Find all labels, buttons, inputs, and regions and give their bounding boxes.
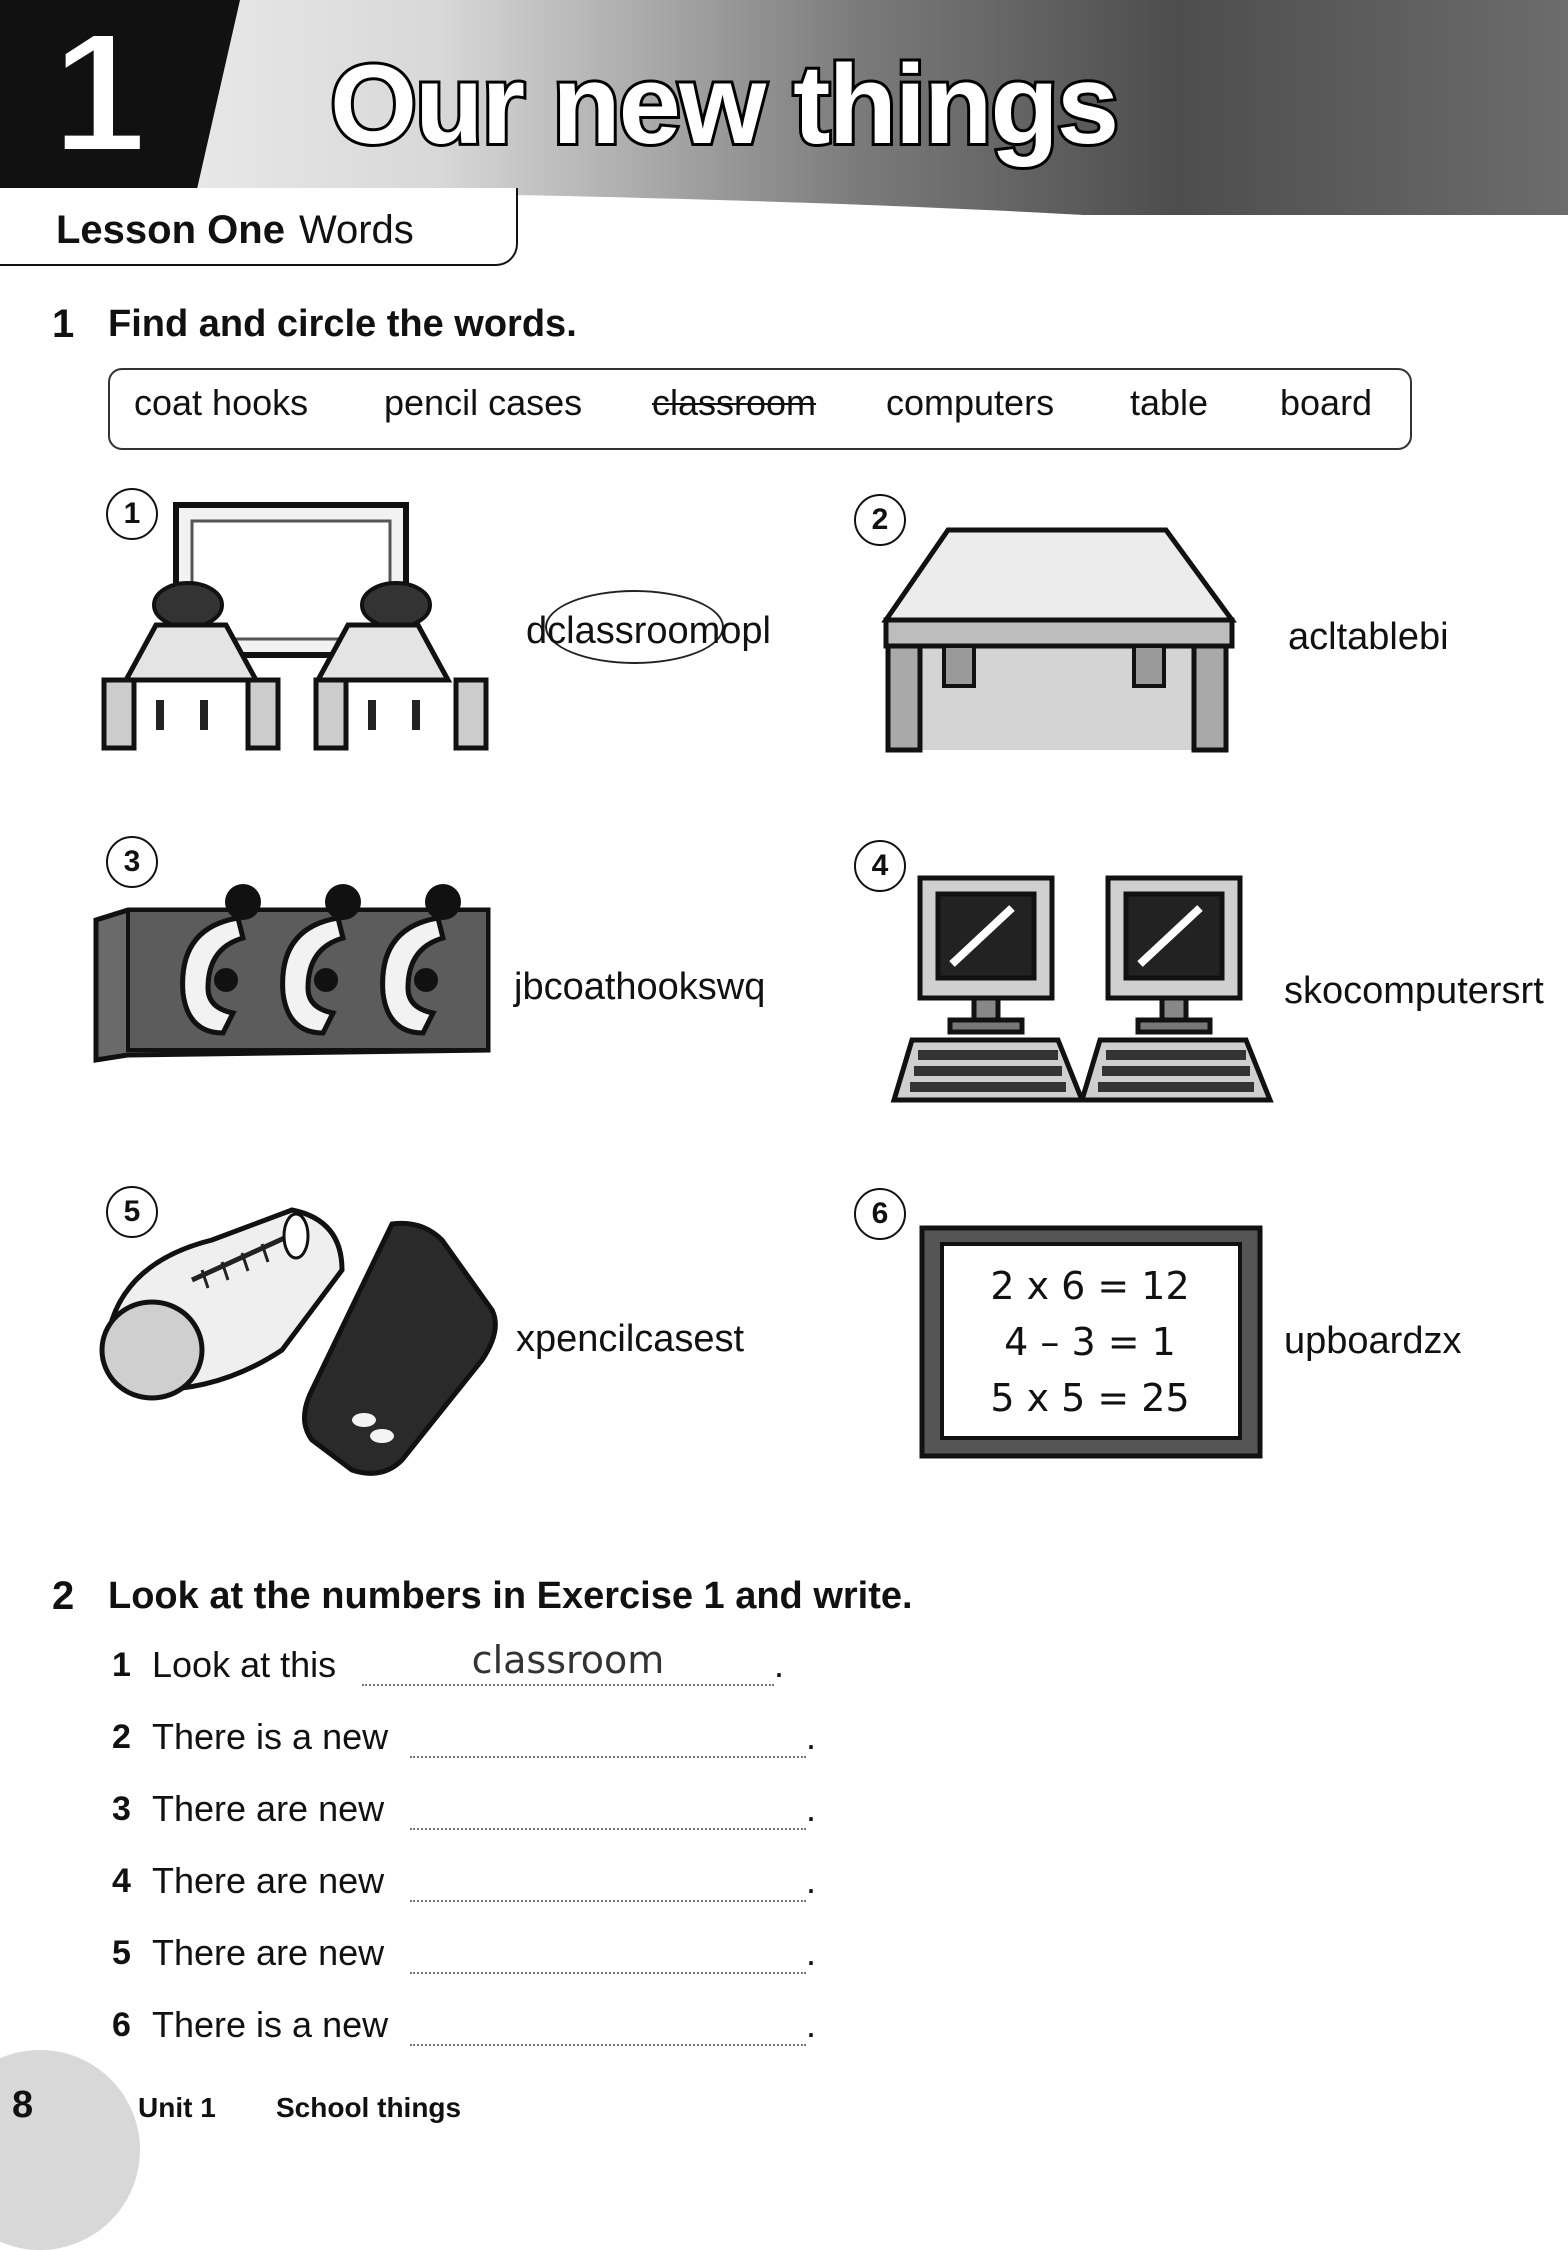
coat-hooks-icon	[93, 884, 491, 1063]
letter-string-6: upboardzx	[1284, 1320, 1462, 1362]
classroom-icon	[101, 502, 489, 751]
sentence-text: There are new	[152, 1788, 385, 1829]
unit-number-box	[0, 0, 240, 190]
sentence-text: There are new	[152, 1860, 385, 1901]
pencil-cases-icon	[99, 1207, 498, 1476]
item-number-badge: 4	[854, 840, 906, 892]
lesson-type: Words	[298, 208, 414, 252]
sentence-period: .	[806, 2004, 817, 2045]
sentence-text: There is a new	[152, 2004, 389, 2045]
sentence-number: 1	[112, 1646, 131, 1684]
item-number-badge: 3	[106, 836, 158, 888]
word-bank-item: computers	[886, 382, 1055, 423]
word-bank	[108, 368, 1412, 450]
sentence-number: 2	[112, 1718, 131, 1756]
computers-icon	[890, 875, 1274, 1103]
lesson-name: Lesson One	[56, 208, 285, 252]
item-number-badge: 6	[854, 1188, 906, 1240]
unit-number: 1	[50, 0, 149, 188]
board-icon	[919, 1225, 1263, 1459]
board-line: 4 – 3 = 1	[1004, 1320, 1176, 1364]
letter-string-4: skocomputersrt	[1284, 970, 1544, 1012]
sentence-text: There is a new	[152, 1716, 389, 1757]
answer-line[interactable]	[410, 1712, 806, 1758]
letter-string-1: dclassroomopl	[526, 610, 771, 652]
page-number: 8	[12, 2084, 34, 2126]
sentence-text: Look at this	[152, 1644, 337, 1685]
word-bank-item: table	[1130, 382, 1209, 423]
exercise-1-number: 1	[52, 302, 75, 346]
answer-line[interactable]	[410, 1856, 806, 1902]
answer-text: classroom	[471, 1638, 665, 1682]
unit-title: Our new things	[327, 39, 1122, 170]
answer-line[interactable]	[410, 1784, 806, 1830]
word-bank-item: coat hooks	[134, 382, 309, 423]
footer-topic: School things	[276, 2092, 462, 2123]
exercise-2-number: 2	[52, 1574, 75, 1618]
sentence-period: .	[806, 1932, 817, 1973]
answer-line[interactable]	[410, 1928, 806, 1974]
letter-string-3: jbcoathookswq	[514, 966, 766, 1008]
sentence-text: There are new	[152, 1932, 385, 1973]
answer-line[interactable]	[410, 2000, 806, 2046]
item-number-badge: 5	[106, 1186, 158, 1238]
sentence-period: .	[774, 1644, 785, 1685]
sentence-number: 3	[112, 1790, 131, 1828]
board-writing: 2 x 6 = 12 4 – 3 = 1 5 x 5 = 25	[960, 1258, 1220, 1426]
exercise-2-instruction: Look at the numbers in Exercise 1 and wr…	[108, 1575, 913, 1617]
footer-unit: Unit 1	[138, 2092, 216, 2123]
word-bank-item: pencil cases	[384, 382, 583, 423]
answer-line[interactable]	[362, 1640, 774, 1686]
sentence-number: 4	[112, 1862, 131, 1900]
board-line: 2 x 6 = 12	[990, 1264, 1190, 1308]
word-bank-item-crossed: classroom	[652, 382, 817, 423]
sentence-number: 6	[112, 2006, 131, 2044]
sentence-number: 5	[112, 1934, 131, 1972]
lesson-tab	[0, 188, 518, 266]
lesson-label: Lesson One Words	[56, 206, 414, 254]
sentence-period: .	[806, 1860, 817, 1901]
exercise-1-instruction: Find and circle the words.	[108, 303, 577, 345]
header-banner	[0, 0, 1568, 215]
sentence-period: .	[806, 1716, 817, 1757]
word-bank-item: board	[1280, 382, 1373, 423]
item-number-badge: 2	[854, 494, 906, 546]
item-number-badge: 1	[106, 488, 158, 540]
sentence-period: .	[806, 1788, 817, 1829]
board-line: 5 x 5 = 25	[990, 1376, 1190, 1420]
table-icon	[881, 527, 1237, 753]
letter-string-5: xpencilcasest	[516, 1318, 745, 1360]
answer-circle-mark	[545, 590, 724, 664]
letter-string-2: acltablebi	[1288, 616, 1449, 658]
